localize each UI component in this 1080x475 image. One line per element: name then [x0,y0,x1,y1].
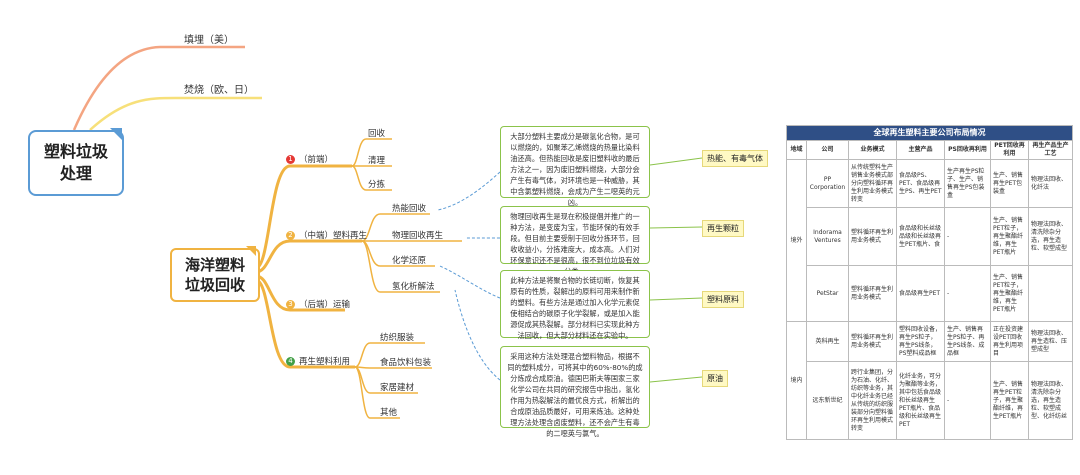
branch-back-end[interactable]: 3（后端）运输 [286,298,350,310]
chemical-reduction-description: 此种方法是将聚合物的长链切断，恢复其原有的性质，裂解出的原料可用来制作新的塑料。… [500,270,650,340]
table-cell: PP Corporation [806,159,849,208]
branch-incineration[interactable]: 焚烧（欧、日） [184,85,254,96]
tag-recycled-pellets: 再生颗粒 [702,220,744,237]
table-cell: 塑料回收设备，再生PS粒子，再生PS线条，PS塑料成品框 [896,321,945,362]
page-fold-icon [110,128,122,140]
table-cell: 英科再生 [806,321,849,362]
node-recycle[interactable]: 回收 [368,129,386,139]
table-cell: 物理法回收、再生造粒、压塑成型 [1027,321,1074,362]
table-header: 公司 [806,140,849,160]
table-cell [1027,265,1074,322]
table-cell: 生产、销售PET粒子，再生聚酯纤维，再生PET瓶片 [990,265,1029,322]
number-badge: 1 [286,155,295,164]
branch-front-end[interactable]: 1（前端） [286,153,333,165]
table-header: 地域 [786,140,807,160]
table-header: PET回收再利用 [990,140,1029,160]
node-physical-recycling[interactable]: 物理回收再生 [392,231,444,241]
tag-crude-oil: 原油 [702,370,728,387]
table-cell: 食品级PS、PET、食品级再生PS、再生PET [896,159,945,208]
global-recycling-companies-table: 全球再生塑料主要公司布局情况 地域 公司 业务模式 主营产品 PS回收再利用 P… [785,125,1074,440]
table-cell: 物理法回收、清洗除杂分选，再生造粒、软塑成型 [1027,207,1074,266]
table-cell: 塑料循环再生利用业务模式 [848,265,897,322]
branch-landfill[interactable]: 填埋（美） [184,35,234,46]
table-row: 境内 英科再生 塑料循环再生利用业务模式 塑料回收设备，再生PS粒子，再生PS线… [786,321,1074,440]
node-textile[interactable]: 纺织服装 [380,333,415,343]
node-chemical-reduction[interactable]: 化学还原 [392,256,427,266]
table-title: 全球再生塑料主要公司布局情况 [785,125,1074,141]
page-fold-icon [246,246,256,256]
number-badge: 4 [286,357,295,366]
ocean-plastic-root-node[interactable]: 海洋塑料 垃圾回收 [170,248,260,302]
number-badge: 2 [286,231,295,240]
region-cell: 境外 [786,159,807,322]
thermal-recovery-description: 大部分塑料主要成分是碳氢化合物，是可以燃烧的，如聚苯乙烯燃烧的热量比染料油还高。… [500,126,650,207]
table-cell: 食品级再生PET [896,265,945,322]
table-cell: 从传统塑料生产销售业务模式部分向塑料循环再生利用业务模式转变 [848,159,897,208]
table-header-row: 地域 公司 业务模式 主营产品 PS回收再利用 PET回收再利用 再生产品生产工… [786,140,1074,160]
table-header: PS回收再利用 [944,140,991,160]
node-hydrogenation[interactable]: 氢化析解法 [392,282,435,292]
table-cell: 塑料循环再生利用业务模式 [848,207,897,266]
table-cell: 生产、销售再生PET粒子，再生聚酯纤维，再生PET瓶片 [990,361,1029,440]
table-cell: 跨行业集团，分为石油、化纤、纺织等业务，其中化纤业务已经从传统的纺织服装部分向塑… [848,361,897,440]
table-row: Indorama Ventures 塑料循环再生利用业务模式 食品级和长丝级品级… [787,207,1074,266]
table-cell: - [944,207,991,266]
table-cell: PetStar [806,265,849,322]
node-food-packaging[interactable]: 食品饮料包装 [380,358,432,368]
node-thermal-recovery[interactable]: 热能回收 [392,204,427,214]
table-header: 再生产品生产工艺 [1027,140,1074,160]
table-cell: 塑料循环再生利用业务模式 [848,321,897,362]
node-other[interactable]: 其他 [380,408,398,418]
table-cell: - [944,361,991,440]
table-cell: 生产、销售PET粒子，再生聚酯纤维，再生PET瓶片 [990,207,1029,266]
table-cell: 物理法回收、清洗除杂分选，再生造粒、软塑成型、化纤纺丝 [1027,361,1074,440]
number-badge: 3 [286,300,295,309]
region-cell: 境内 [786,321,807,440]
node-cleanup[interactable]: 清理 [368,156,386,166]
table-cell: 食品级和长丝级品级和长丝级再生PET瓶片、食 [896,207,945,266]
table-cell: 正在投资建设PET回收再生利用项目 [990,321,1029,362]
table-cell: 生产、销售再生PET包装盒 [990,159,1029,208]
branch-mid-end[interactable]: 2（中端）塑料再生 [286,229,367,241]
table-cell: - [944,265,991,322]
table-cell: 化纤业务，可分为聚酯等业务，其中包括食品级和长丝级再生PET瓶片、食品级和长丝级… [896,361,945,440]
table-cell: Indorama Ventures [806,207,849,266]
table-cell: 生产、销售再生PS粒子、再生PS线条、成品框 [944,321,991,362]
plastic-waste-root-node[interactable]: 塑料垃圾 处理 [28,130,124,196]
tag-plastic-raw-material: 塑料原料 [702,291,744,308]
node-sorting[interactable]: 分拣 [368,180,386,190]
table-row: 远东新世纪 跨行业集团，分为石油、化纤、纺织等业务，其中化纤业务已经从传统的纺织… [787,361,1074,440]
table-row: 境外 PP Corporation 从传统塑料生产销售业务模式部分向塑料循环再生… [786,159,1074,322]
table-header: 主营产品 [896,140,945,160]
table-cell: 物理法回收、化纤法 [1027,159,1074,208]
physical-recycling-description: 物理回收再生是现在积极提倡并推广的一种方法，是变废为宝，节能环保的有效手段。但目… [500,206,650,276]
tag-thermal-toxic: 热能、有毒气体 [702,150,768,167]
node-home-building[interactable]: 家居建材 [380,383,415,393]
hydrogenation-description: 采用这种方法处理混合塑料物品，根据不同的塑料成分，可将其中的60%-80%的成分… [500,346,650,438]
table-header: 业务模式 [848,140,897,160]
table-row: PetStar 塑料循环再生利用业务模式 食品级再生PET - 生产、销售PET… [787,265,1074,322]
table-cell: 生产再生PS粒子、生产、销售再生PS包装盒 [944,159,991,208]
table-cell: 远东新世纪 [806,361,849,440]
